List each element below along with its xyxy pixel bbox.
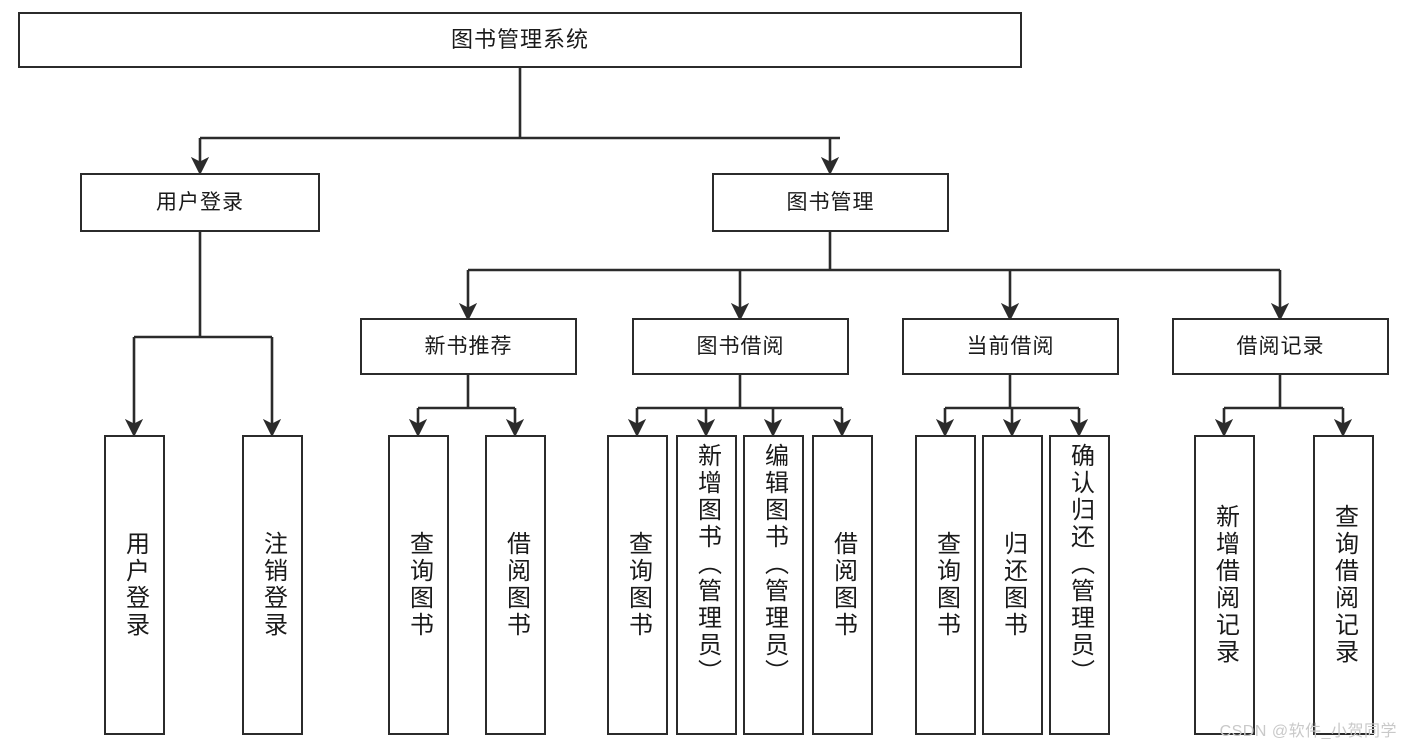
node-label: 用户登录	[156, 191, 244, 214]
leaf-user-login-login[interactable]: 用户登录	[104, 435, 165, 735]
watermark-text: CSDN @软件_小贺同学	[1219, 723, 1397, 740]
node-label: 图书借阅	[696, 335, 785, 358]
node-label: 图书管理	[786, 191, 875, 214]
leaf-recommend-query-book[interactable]: 查询图书	[388, 435, 449, 735]
node-label: 查询图书	[405, 531, 433, 639]
node-label: 借阅记录	[1236, 335, 1325, 358]
leaf-recommend-borrow-book[interactable]: 借阅图书	[485, 435, 546, 735]
node-label: 注销登录	[259, 531, 287, 639]
node-label: 查询图书	[932, 531, 960, 639]
leaf-record-add-record[interactable]: 新增借阅记录	[1194, 435, 1255, 735]
node-borrow-record[interactable]: 借阅记录	[1172, 318, 1389, 375]
node-label: 新增图书（管理员）	[693, 443, 721, 686]
node-label: 查询图书	[624, 531, 652, 639]
node-book-borrow[interactable]: 图书借阅	[632, 318, 849, 375]
node-label: 图书管理系统	[450, 27, 589, 52]
node-label: 新增借阅记录	[1211, 504, 1239, 666]
leaf-borrow-add-book-admin[interactable]: 新增图书（管理员）	[676, 435, 737, 735]
node-user-login[interactable]: 用户登录	[80, 173, 320, 232]
node-label: 查询借阅记录	[1330, 504, 1358, 666]
leaf-borrow-edit-book-admin[interactable]: 编辑图书（管理员）	[743, 435, 804, 735]
node-label: 编辑图书（管理员）	[760, 443, 788, 686]
node-book-management[interactable]: 图书管理	[712, 173, 949, 232]
leaf-current-return-book[interactable]: 归还图书	[982, 435, 1043, 735]
leaf-user-login-logout[interactable]: 注销登录	[242, 435, 303, 735]
node-label: 用户登录	[121, 531, 149, 639]
node-label: 借阅图书	[829, 531, 857, 639]
leaf-current-confirm-return-admin[interactable]: 确认归还（管理员）	[1049, 435, 1110, 735]
node-label: 当前借阅	[966, 335, 1055, 358]
node-root-system[interactable]: 图书管理系统	[18, 12, 1022, 68]
node-label: 归还图书	[999, 531, 1027, 639]
node-label: 确认归还（管理员）	[1066, 443, 1094, 686]
leaf-borrow-borrow-book[interactable]: 借阅图书	[812, 435, 873, 735]
node-new-book-recommend[interactable]: 新书推荐	[360, 318, 577, 375]
node-label: 新书推荐	[424, 335, 513, 358]
node-current-borrow[interactable]: 当前借阅	[902, 318, 1119, 375]
node-label: 借阅图书	[502, 531, 530, 639]
leaf-borrow-query-book[interactable]: 查询图书	[607, 435, 668, 735]
leaf-record-query-record[interactable]: 查询借阅记录	[1313, 435, 1374, 735]
leaf-current-query-book[interactable]: 查询图书	[915, 435, 976, 735]
